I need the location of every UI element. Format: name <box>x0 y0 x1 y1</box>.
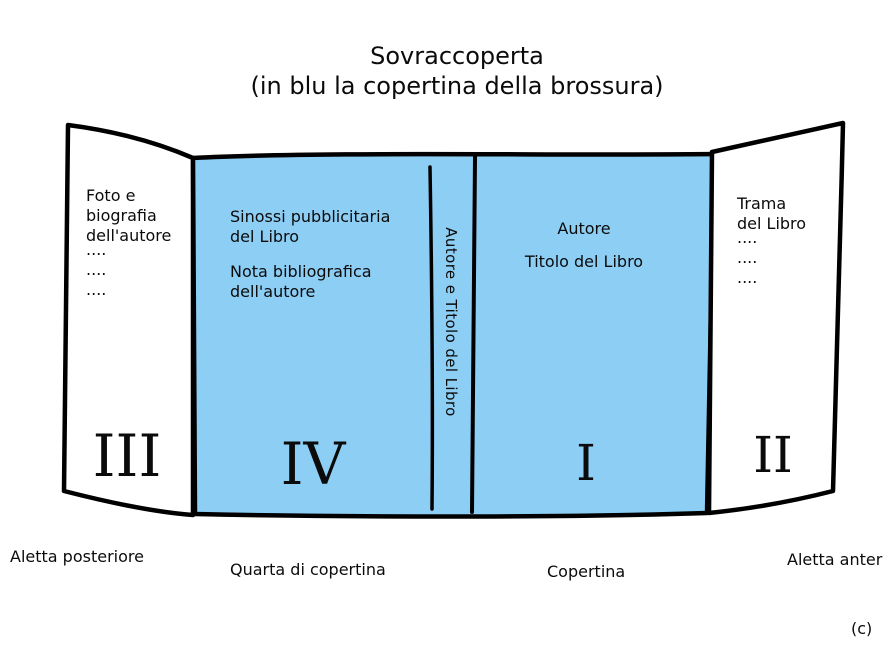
back-cover-numeral: IV <box>280 430 346 498</box>
spine-fold-line-left <box>428 165 435 511</box>
dots-line: .... <box>737 248 758 267</box>
front-flap-shape <box>706 120 846 516</box>
front-flap-line: Trama <box>737 194 787 213</box>
back-flap-line: biografia <box>86 206 157 225</box>
front-flap-text: Trama del Libro .... .... .... <box>737 194 806 288</box>
back-flap-shape <box>61 122 196 518</box>
back-cover-line: Nota bibliografica <box>230 262 372 281</box>
back-cover-line: dell'autore <box>230 282 316 301</box>
dots-line: .... <box>737 228 758 247</box>
back-flap-text: Foto e biografia dell'autore .... .... .… <box>86 186 171 300</box>
page-title-line1: Sovraccoperta <box>370 42 544 70</box>
back-cover-text: Sinossi pubblicitaria del Libro Nota bib… <box>230 207 390 302</box>
caption-front-cover: Copertina <box>547 562 626 581</box>
back-cover-block2: Nota bibliografica dell'autore <box>230 262 390 302</box>
back-flap-numeral: III <box>92 422 162 490</box>
back-cover-line: del Libro <box>230 227 300 246</box>
page-title: Sovraccoperta (in blu la copertina della… <box>250 41 663 101</box>
dots-line: .... <box>86 280 107 299</box>
caption-front-flap: Aletta anter <box>787 550 883 569</box>
back-flap-dots: .... .... .... <box>86 240 171 300</box>
dots-line: .... <box>86 260 107 279</box>
dots-line: .... <box>86 240 107 259</box>
spine-fold-line-right <box>470 155 477 514</box>
front-flap-numeral: II <box>753 426 793 484</box>
dots-line: .... <box>737 268 758 287</box>
front-cover-author: Autore <box>557 219 611 238</box>
page-title-line2: (in blu la copertina della brossura) <box>250 72 664 100</box>
caption-back-cover: Quarta di copertina <box>230 560 386 579</box>
spine-vertical-text: Autore e Titolo del Libro <box>442 227 460 417</box>
back-cover-line: Sinossi pubblicitaria <box>230 207 391 226</box>
front-flap-dots: .... .... .... <box>737 228 806 288</box>
credit-note: (c) <box>851 619 873 638</box>
front-cover-title: Titolo del Libro <box>524 252 644 271</box>
caption-back-flap: Aletta posteriore <box>10 547 144 566</box>
front-cover-numeral: I <box>576 434 596 492</box>
front-flap-line: del Libro <box>737 214 807 233</box>
back-flap-line: dell'autore <box>86 226 172 245</box>
back-cover-block1: Sinossi pubblicitaria del Libro <box>230 207 390 247</box>
back-flap-line: Foto e <box>86 186 136 205</box>
